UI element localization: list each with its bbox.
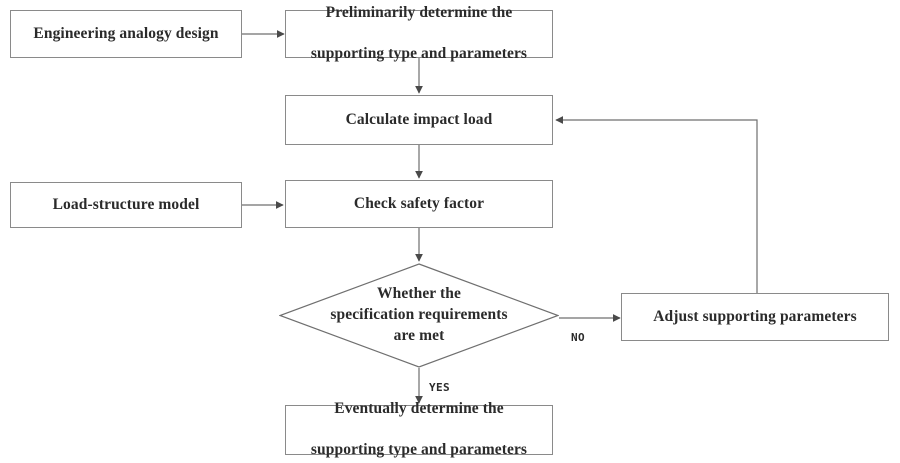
node-engineering-analogy-design[interactable]: Engineering analogy design (10, 10, 242, 58)
node-label: Whether the specification requirements a… (304, 284, 534, 347)
node-whether-specification-requirements-are-met[interactable]: Whether the specification requirements a… (279, 263, 559, 368)
node-preliminarily-determine[interactable]: Preliminarily determine the supporting t… (285, 4, 553, 62)
node-label: Adjust supporting parameters (653, 307, 857, 325)
node-label: Calculate impact load (345, 110, 493, 128)
node-label-line2: supporting type and parameters (310, 45, 528, 63)
node-label-line1: Preliminarily determine the (325, 3, 513, 21)
edge-label-no: NO (571, 331, 586, 344)
node-label-line1: Eventually determine the (334, 399, 504, 417)
node-adjust-supporting-parameters[interactable]: Adjust supporting parameters (621, 293, 889, 341)
node-check-safety-factor[interactable]: Check safety factor (285, 180, 553, 228)
connector-adjust-feedback-to-calculate (555, 116, 758, 293)
node-calculate-impact-load[interactable]: Calculate impact load (285, 95, 553, 145)
edge-label-yes: YES (429, 381, 451, 394)
diamond-shape (279, 263, 559, 368)
node-label: Engineering analogy design (33, 24, 219, 42)
node-label-line2: specification requirements (330, 306, 508, 324)
node-label-line3: are met (393, 326, 445, 344)
node-eventually-determine[interactable]: Eventually determine the supporting type… (285, 400, 553, 458)
node-label: Check safety factor (353, 194, 485, 212)
node-label-line1: Whether the (377, 285, 461, 303)
node-load-structure-model[interactable]: Load-structure model (10, 182, 242, 228)
node-label: Load-structure model (52, 195, 200, 213)
node-label-line2: supporting type and parameters (310, 441, 528, 459)
